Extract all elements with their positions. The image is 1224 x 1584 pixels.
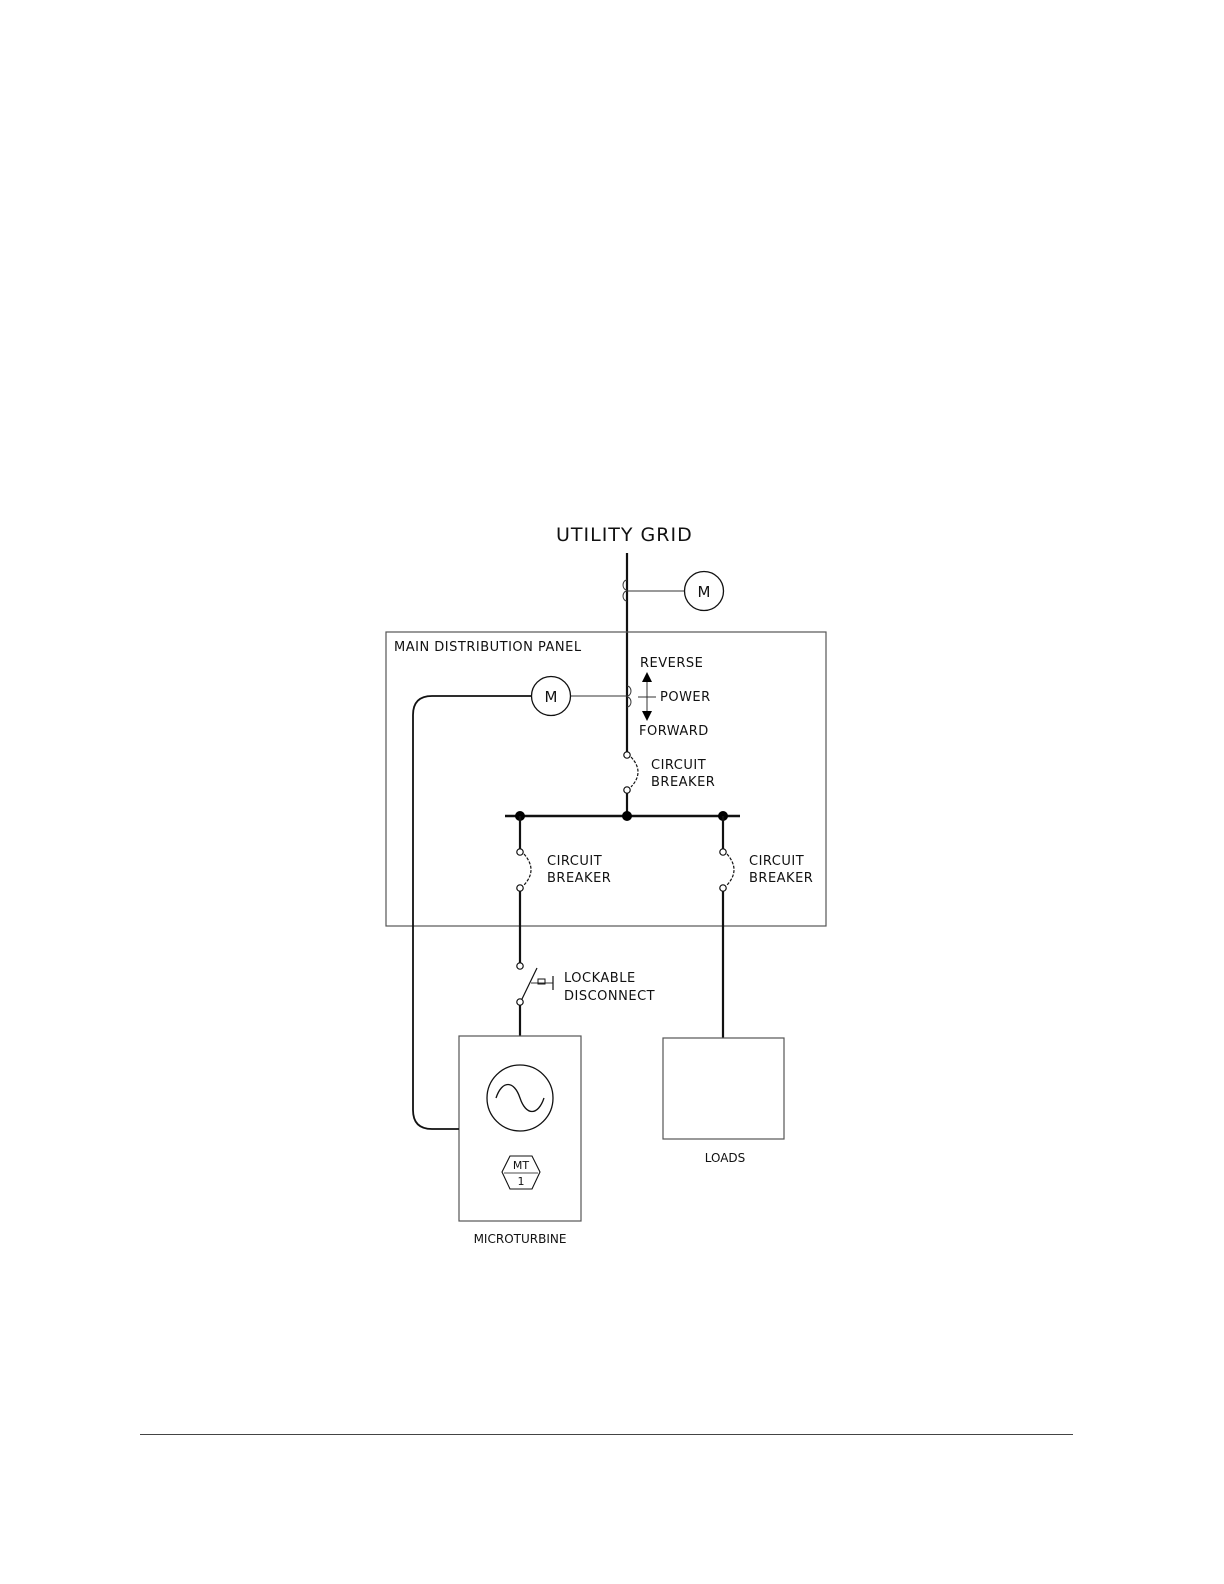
power-direction-indicator xyxy=(638,672,656,721)
meter-signal-wire xyxy=(413,696,531,1129)
main-circuit-breaker xyxy=(624,752,638,816)
main-breaker-label-line1: CIRCUIT xyxy=(651,758,706,773)
left-breaker-label-line2: BREAKER xyxy=(547,871,611,886)
microturbine-label: MICROTURBINE xyxy=(474,1232,567,1246)
reverse-label: REVERSE xyxy=(640,656,703,671)
left-breaker-label-line1: CIRCUIT xyxy=(547,854,602,869)
lockable-disconnect xyxy=(517,963,553,1005)
disconnect-label-line1: LOCKABLE xyxy=(564,971,636,986)
panel-meter-label: M xyxy=(545,688,558,706)
panel-title: MAIN DISTRIBUTION PANEL xyxy=(394,640,582,655)
microturbine-circuit-breaker xyxy=(517,849,531,891)
utility-grid-label: UTILITY GRID xyxy=(556,524,693,546)
mt-tag-line1: MT xyxy=(513,1159,529,1172)
bus-node-center xyxy=(622,811,632,821)
right-breaker-label-line2: BREAKER xyxy=(749,871,813,886)
utility-meter: M xyxy=(685,572,724,611)
loads-circuit-breaker xyxy=(720,849,734,891)
forward-arrow-icon xyxy=(642,711,652,721)
panel-meter: M xyxy=(532,677,571,716)
microturbine-box xyxy=(459,1036,581,1221)
mt-tag: MT 1 xyxy=(502,1156,540,1189)
loads-box xyxy=(663,1038,784,1139)
mt-tag-line2: 1 xyxy=(518,1175,525,1188)
utility-meter-label: M xyxy=(698,583,711,601)
footer-rule xyxy=(140,1434,1073,1435)
disconnect-label-line2: DISCONNECT xyxy=(564,989,655,1004)
loads-label: LOADS xyxy=(705,1151,746,1165)
reverse-arrow-icon xyxy=(642,672,652,682)
power-label: POWER xyxy=(660,690,711,705)
right-breaker-label-line1: CIRCUIT xyxy=(749,854,804,869)
ac-generator-icon xyxy=(487,1065,553,1131)
forward-label: FORWARD xyxy=(639,724,709,739)
main-breaker-label-line2: BREAKER xyxy=(651,775,715,790)
